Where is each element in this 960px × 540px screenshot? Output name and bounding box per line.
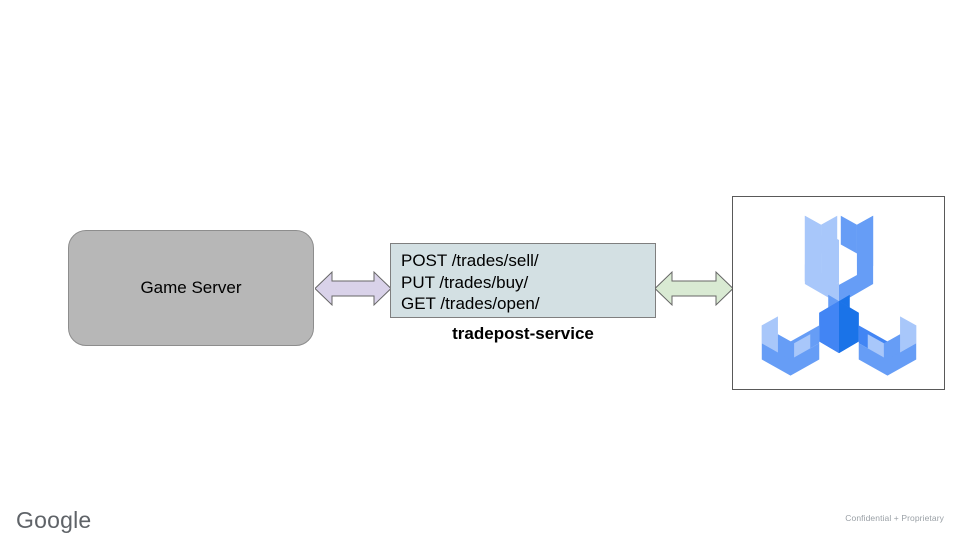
panel-tools-icon[interactable]	[732, 196, 945, 390]
double-headed-arrow-icon	[654, 270, 734, 307]
endpoint-put-trades-buy: PUT /trades/buy/	[401, 272, 529, 292]
endpoint-get-trades-open: GET /trades/open/	[401, 294, 540, 313]
confidentiality-notice: Confidential + Proprietary	[845, 513, 944, 523]
tools-wrench-isometric-icon	[761, 215, 916, 376]
node-tradepost-service-caption: tradepost-service	[452, 324, 594, 343]
node-game-server-label: Game Server	[140, 277, 242, 297]
connector-service-to-tools[interactable]	[654, 268, 734, 309]
double-headed-arrow-icon	[314, 270, 392, 307]
node-tradepost-service[interactable]: POST /trades/sell/ PUT /trades/buy/ GET …	[390, 243, 656, 318]
endpoint-post-trades-sell: POST /trades/sell/	[401, 251, 539, 270]
connector-game-server-to-service[interactable]	[314, 268, 392, 309]
google-logo: Google	[16, 507, 92, 533]
node-game-server[interactable]: Game Server	[68, 230, 314, 346]
